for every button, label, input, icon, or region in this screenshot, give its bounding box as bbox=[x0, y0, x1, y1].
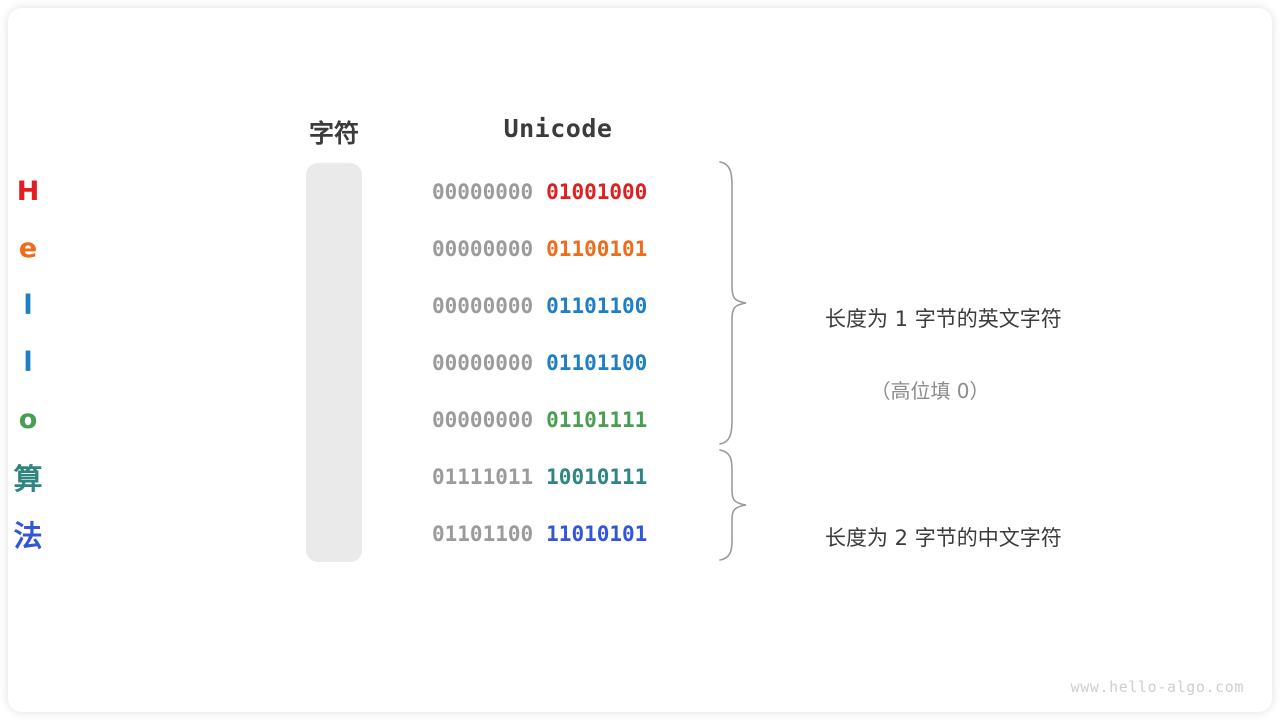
character-glyph: l bbox=[23, 347, 33, 378]
character-cell-5: 算 bbox=[0, 448, 56, 505]
character-glyph: e bbox=[18, 233, 38, 264]
binary-high-byte: 00000000 bbox=[432, 407, 534, 432]
binary-high-byte: 00000000 bbox=[432, 236, 534, 261]
binary-low-byte: 01100101 bbox=[546, 236, 648, 261]
character-cell-3: l bbox=[0, 334, 56, 391]
card-surface bbox=[8, 8, 1272, 712]
column-header-character: 字符 bbox=[308, 119, 359, 148]
annotation-english-group: 长度为 1 字节的英文字符 （高位填 0） bbox=[760, 265, 1100, 481]
binary-low-byte: 01001000 bbox=[546, 179, 648, 204]
brace-english-group bbox=[719, 161, 747, 445]
binary-low-byte: 11010101 bbox=[546, 521, 648, 546]
binary-high-byte: 00000000 bbox=[432, 293, 534, 318]
column-header-unicode: Unicode bbox=[503, 114, 613, 143]
character-cell-6: 法 bbox=[0, 505, 56, 562]
character-glyph: 算 bbox=[13, 461, 43, 496]
character-cell-2: l bbox=[0, 277, 56, 334]
binary-high-byte: 01111011 bbox=[432, 464, 534, 489]
binary-row-3: 00000000 01101100 bbox=[432, 334, 684, 391]
binary-row-4: 00000000 01101111 bbox=[432, 391, 684, 448]
binary-row-5: 01111011 10010111 bbox=[432, 448, 684, 505]
character-cell-0: H bbox=[0, 163, 56, 220]
binary-row-1: 00000000 01100101 bbox=[432, 220, 684, 277]
character-cell-4: o bbox=[0, 391, 56, 448]
character-cell-1: e bbox=[0, 220, 56, 277]
annotation-english-sub: （高位填 0） bbox=[870, 379, 990, 403]
watermark-url: www.hello-algo.com bbox=[1070, 678, 1244, 696]
binary-low-byte: 01101111 bbox=[546, 407, 648, 432]
annotation-chinese-main: 长度为 2 字节的中文字符 bbox=[824, 526, 1062, 550]
character-column bbox=[306, 163, 362, 562]
character-glyph: o bbox=[18, 404, 38, 435]
binary-low-byte: 01101100 bbox=[546, 293, 648, 318]
binary-low-byte: 01101100 bbox=[546, 350, 648, 375]
character-glyph: H bbox=[16, 176, 40, 207]
binary-row-2: 00000000 01101100 bbox=[432, 277, 684, 334]
binary-high-byte: 00000000 bbox=[432, 350, 534, 375]
binary-row-6: 01101100 11010101 bbox=[432, 505, 684, 562]
binary-high-byte: 01101100 bbox=[432, 521, 534, 546]
binary-row-0: 00000000 01001000 bbox=[432, 163, 684, 220]
annotation-chinese-group: 长度为 2 字节的中文字符 bbox=[760, 484, 1100, 592]
brace-chinese-group bbox=[719, 449, 747, 561]
character-glyph: 法 bbox=[13, 518, 43, 553]
character-glyph: l bbox=[23, 290, 33, 321]
binary-low-byte: 10010111 bbox=[546, 464, 648, 489]
annotation-english-main: 长度为 1 字节的英文字符 bbox=[824, 307, 1062, 331]
binary-high-byte: 00000000 bbox=[432, 179, 534, 204]
